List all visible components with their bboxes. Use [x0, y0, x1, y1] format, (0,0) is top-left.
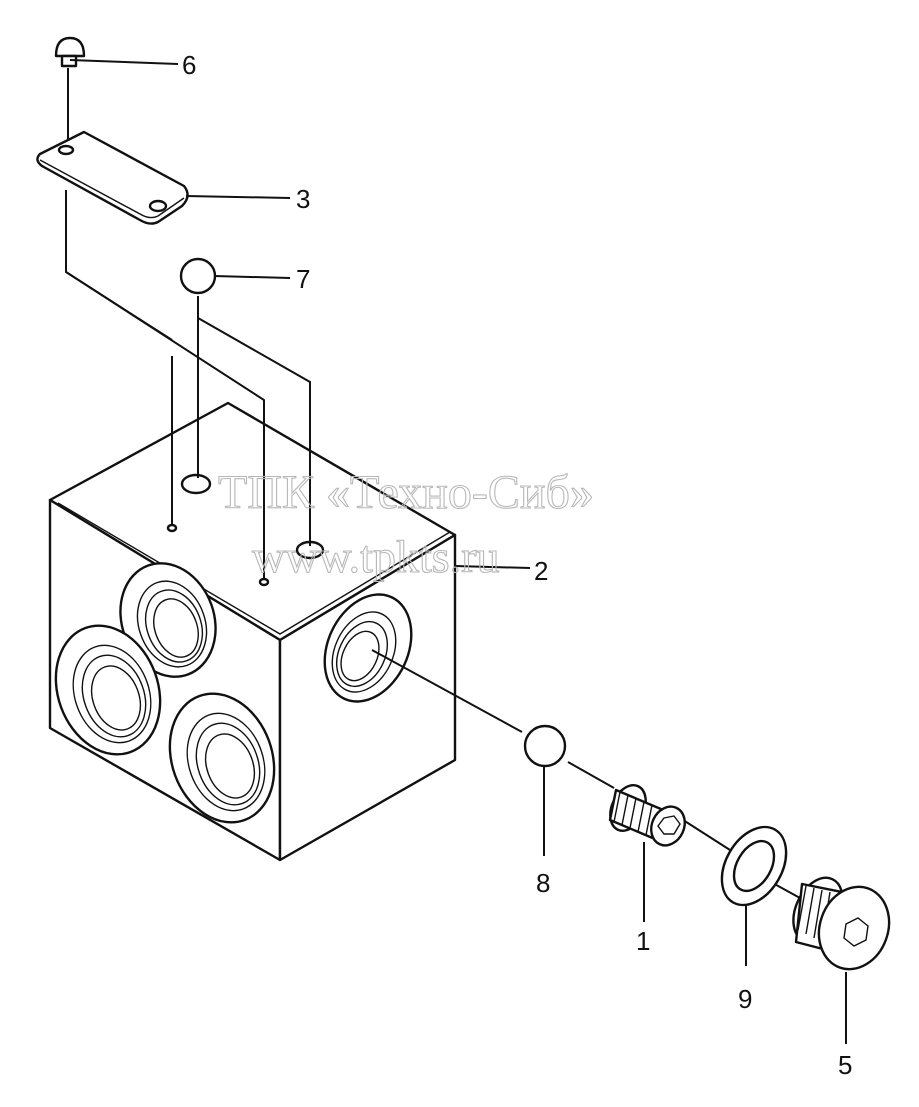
watermark-url: www.tpkts.ru [252, 531, 499, 582]
callout-2: 2 [534, 556, 548, 586]
large-plug [792, 876, 891, 971]
nameplate [36, 130, 189, 225]
top-hole-large [180, 473, 212, 495]
small-plug [608, 784, 686, 847]
port-lower-right [168, 692, 276, 824]
port-lower-left [54, 624, 162, 756]
callout-leaders [69, 59, 847, 1044]
callout-9: 9 [738, 984, 752, 1014]
ball-top [179, 257, 217, 295]
ball-side [523, 724, 567, 768]
callout-5: 5 [838, 1050, 852, 1080]
callout-8: 8 [536, 868, 550, 898]
callout-1: 1 [636, 926, 650, 956]
port-upper [119, 562, 217, 678]
assembly-lines [65, 68, 801, 899]
callout-7: 7 [296, 264, 310, 294]
rivet [54, 36, 86, 68]
washer [720, 825, 788, 907]
callout-3: 3 [296, 184, 310, 214]
port-right-face [323, 593, 413, 703]
watermark-company: ТПК «Техно-Сиб» [218, 466, 594, 519]
valve-block [48, 401, 457, 862]
callout-6: 6 [182, 50, 196, 80]
